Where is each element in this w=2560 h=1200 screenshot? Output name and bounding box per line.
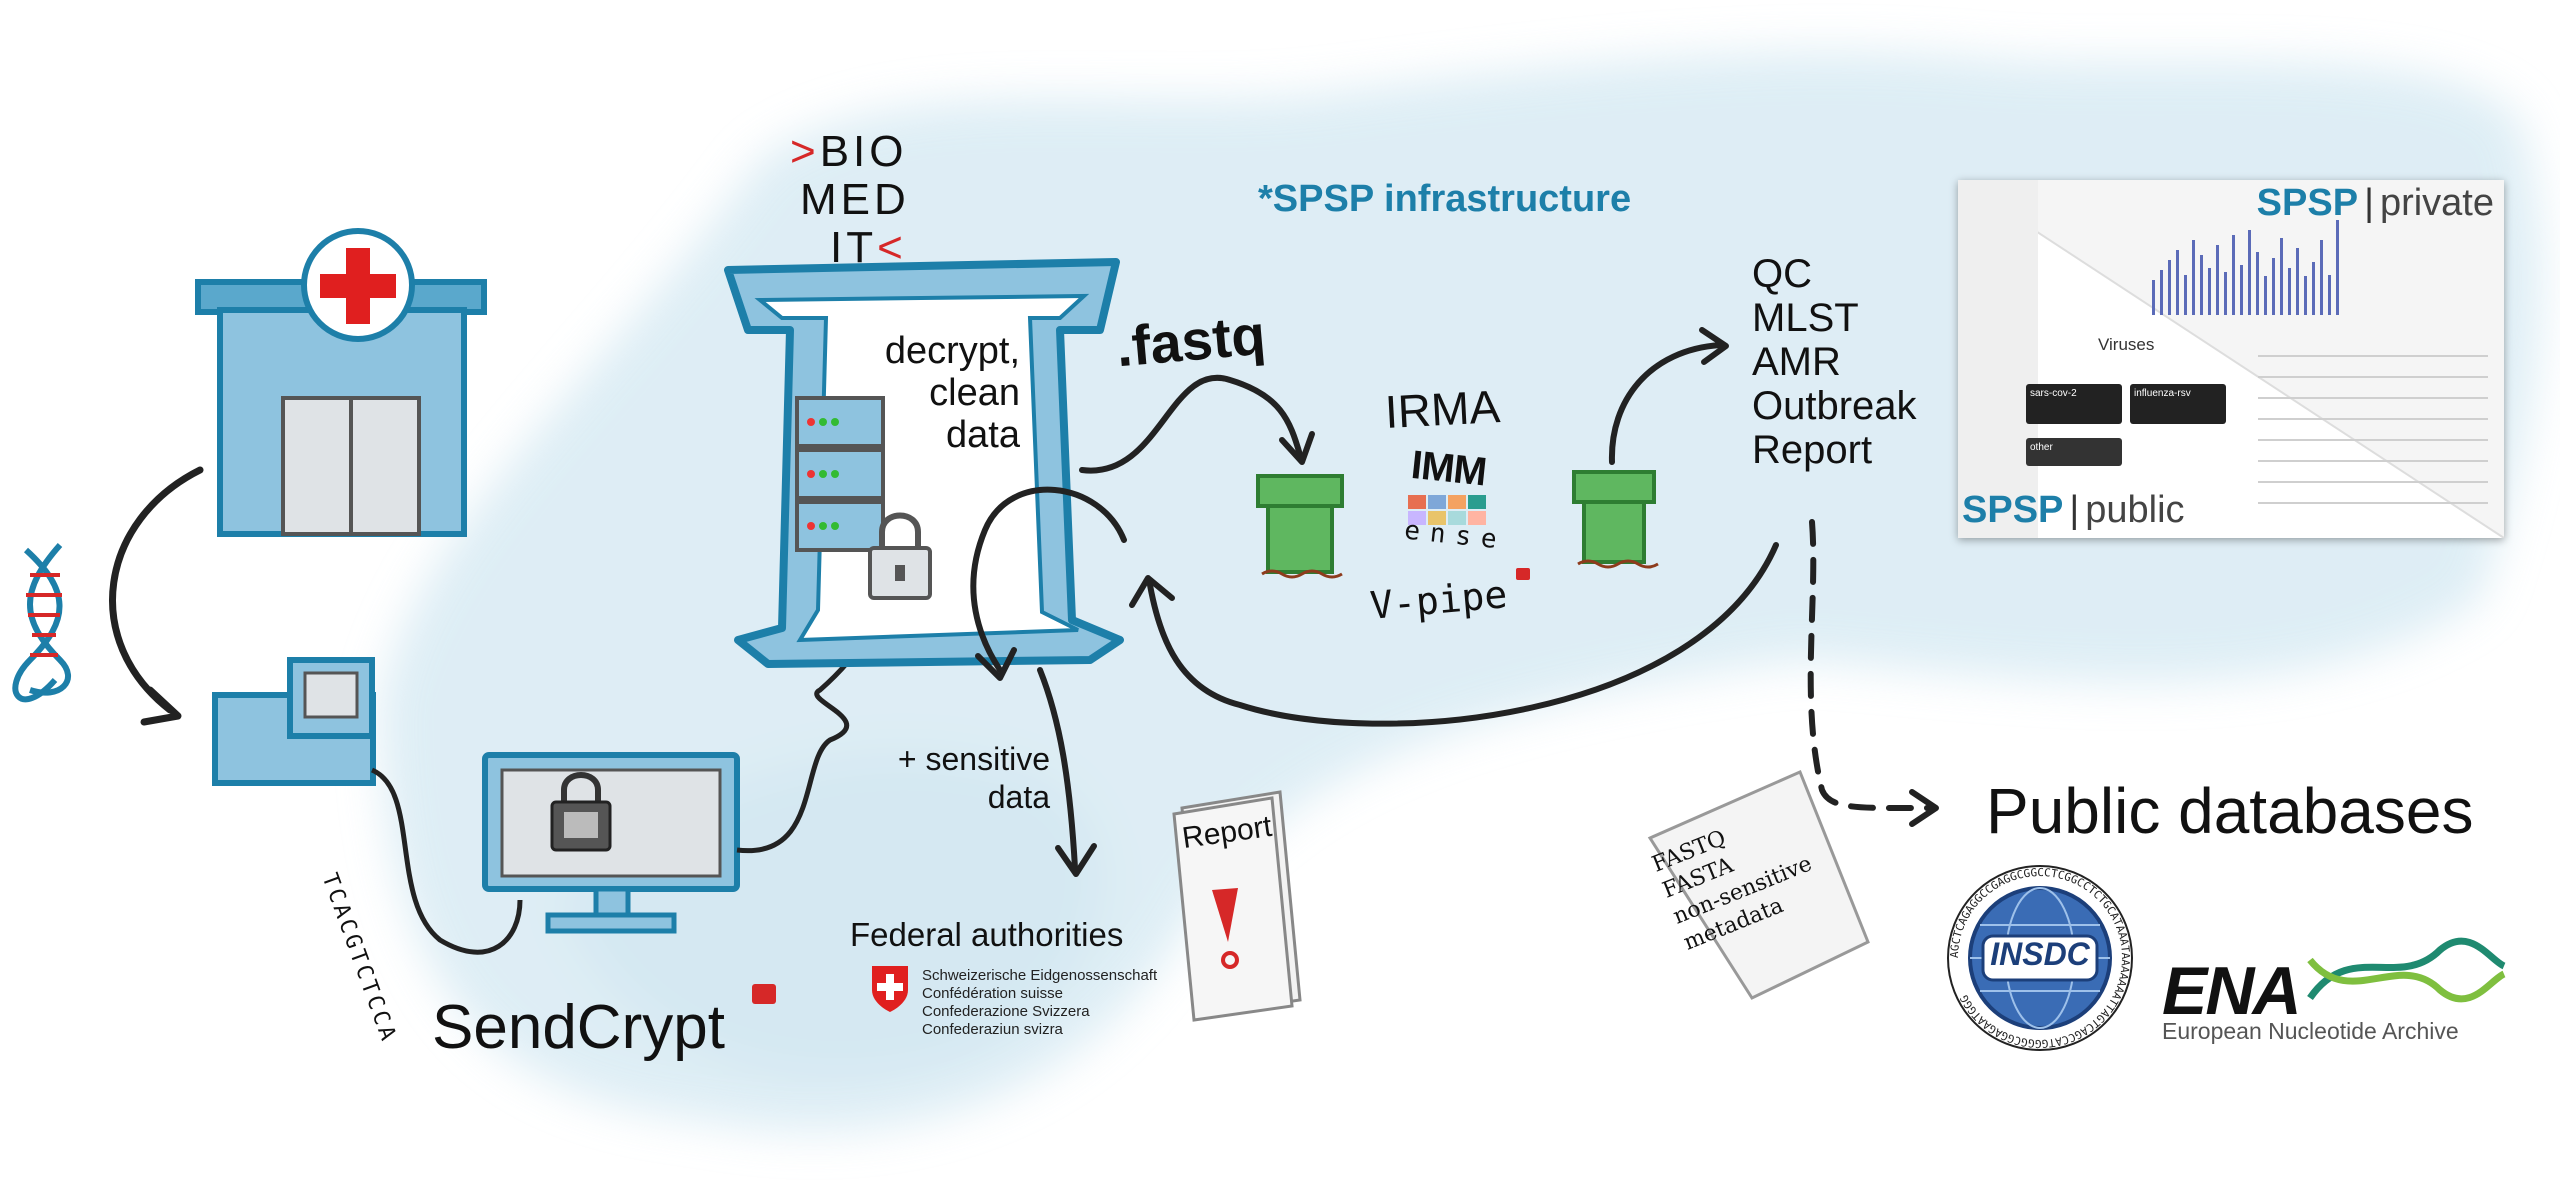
dna-icon — [12, 543, 71, 703]
spsp-screenshot[interactable]: SPSP|private Viruses sars-cov-2 influenz… — [1958, 180, 2504, 538]
spsp-private-sep: | — [2364, 182, 2374, 224]
screenshot-backdrop — [1958, 180, 2504, 538]
analysis-mlst: MLST — [1752, 296, 1859, 340]
decrypt-line1: decrypt, — [884, 330, 1020, 372]
sensitive-data-label: + sensitive data — [866, 740, 1050, 816]
fed-line2: Confédération suisse — [922, 985, 1063, 1002]
spsp-private-brand: SPSP|private — [2257, 182, 2494, 225]
arrow-to-federal — [1037, 667, 1078, 871]
spsp-public-sep: | — [2069, 489, 2080, 531]
vpipe-badge-icon — [1516, 568, 1530, 580]
analysis-amr: AMR — [1752, 340, 1841, 384]
cable-sequencer-to-monitor — [370, 767, 523, 955]
pipe-icon-left — [1256, 474, 1344, 579]
decrypt-label: decrypt, clean data — [830, 330, 1020, 456]
sendcrypt-badge-icon — [752, 984, 776, 1004]
report-document-icon — [1172, 790, 1302, 1022]
biomedit-enclave-icon — [724, 258, 1124, 668]
hospital-icon — [195, 228, 487, 537]
biomedit-logo: >BIO MED IT< — [790, 127, 910, 272]
padlock-icon — [868, 512, 932, 600]
spsp-public-brand-name: SPSP — [1962, 489, 2064, 531]
imm-logo-top: IMM — [1409, 442, 1489, 495]
lock-icon — [550, 772, 612, 852]
biomedit-line3: IT — [830, 223, 878, 272]
virus-tile-influenza-rsv-label: influenza-rsv — [2134, 388, 2191, 399]
virus-tile-other[interactable]: other — [2026, 438, 2122, 466]
arrow-to-pipeline — [1079, 374, 1303, 474]
arrow-hospital-to-sample — [109, 466, 204, 714]
decrypt-line3: data — [946, 414, 1020, 456]
spsp-infrastructure-label: *SPSP infrastructure — [1258, 178, 1632, 220]
analysis-report: Report — [1752, 428, 1873, 472]
ena-subtitle: European Nucleotide Archive — [2162, 1018, 2459, 1044]
fastq-label: .fastq — [1113, 302, 1268, 379]
spsp-public-brand: SPSP|public — [1962, 489, 2185, 532]
imm-logo-text: IMM ense — [1403, 443, 1516, 556]
biomedit-line1: BIO — [819, 127, 908, 176]
metadata-note-icon — [1647, 770, 1870, 1000]
insdc-logo — [1947, 865, 2133, 1051]
decrypt-line2: clean — [929, 372, 1020, 414]
federal-confederation-text: Schweizerische Eidgenossenschaft Confédé… — [922, 967, 1157, 1039]
biomedit-line2: MED — [800, 175, 910, 224]
virus-tile-influenza-rsv[interactable]: influenza-rsv — [2130, 384, 2226, 424]
arrow-dashed-to-public — [1807, 519, 1933, 812]
federal-authorities-title: Federal authorities — [850, 916, 1124, 953]
swiss-flag-icon — [872, 966, 908, 1012]
analysis-outbreak: Outbreak — [1752, 384, 1917, 428]
fed-line3: Confederazione Svizzera — [922, 1003, 1090, 1020]
virus-tile-sars-cov-2-label: sars-cov-2 — [2030, 388, 2077, 399]
virus-tile-sars-cov-2[interactable]: sars-cov-2 — [2026, 384, 2122, 424]
irma-label: IRMA — [1383, 380, 1502, 438]
arrow-return-to-biomedit — [1147, 542, 1779, 727]
public-databases-title: Public databases — [1986, 775, 2474, 847]
fed-line4: Confederaziun svizra — [922, 1021, 1063, 1038]
fed-line1: Schweizerische Eidgenossenschaft — [922, 967, 1158, 984]
spsp-public-rest: public — [2085, 489, 2185, 531]
viruses-heading: Viruses — [2098, 335, 2155, 354]
sendcrypt-label: SendCrypt — [432, 993, 725, 1062]
ena-logo: ENA — [2162, 953, 2302, 1029]
spsp-private-brand-name: SPSP — [2256, 182, 2359, 224]
spsp-private-rest: private — [2379, 182, 2494, 224]
imm-logo — [1408, 495, 1486, 525]
arrow-to-analyses — [1608, 342, 1723, 465]
analyses-list: QC MLST AMR Outbreak Report — [1752, 252, 1917, 472]
sensitive-line1: + sensitive — [897, 741, 1050, 777]
sequencer-icon — [212, 657, 376, 786]
virus-tile-other-label: other — [2030, 442, 2053, 453]
sensitive-line2: data — [987, 779, 1050, 815]
ena-helix-icon — [2307, 937, 2506, 1003]
arrow-loop-down — [970, 486, 1127, 673]
analysis-qc: QC — [1752, 252, 1812, 296]
insdc-label: INSDC — [1990, 936, 2090, 972]
pipe-icon-right — [1572, 470, 1659, 569]
